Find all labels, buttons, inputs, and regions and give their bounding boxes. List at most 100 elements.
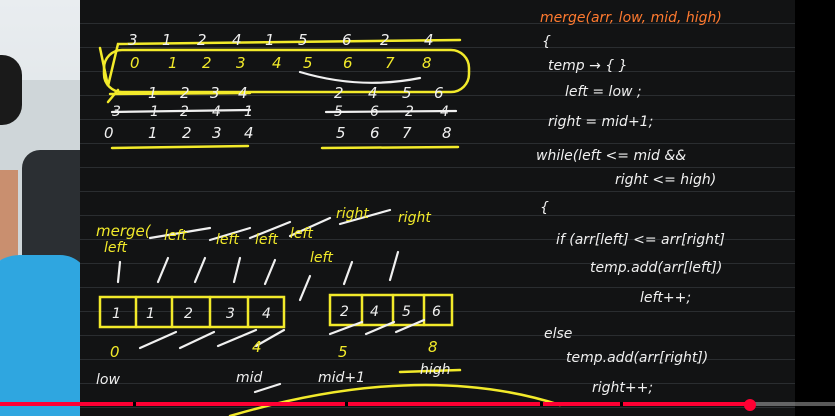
- sorted-right-index: 6: [370, 124, 380, 142]
- right-half-value: 5: [334, 104, 343, 120]
- strike-box-7: [394, 318, 426, 334]
- right-half-value: 2: [405, 104, 414, 120]
- array-value: 4: [232, 31, 242, 49]
- code-line: right = mid+1;: [548, 114, 653, 130]
- pointer-label: left: [290, 226, 313, 242]
- code-line: temp.add(arr[right]): [566, 350, 708, 366]
- box-index-label: 5: [338, 343, 348, 361]
- strike-merge-4: [288, 216, 332, 238]
- sorted-left-index: 4: [244, 124, 254, 142]
- whiteboard: [80, 0, 795, 416]
- frame-edge: [795, 0, 835, 416]
- box-cell-value: 1: [146, 306, 155, 322]
- webcam-person-shirt: [0, 255, 82, 416]
- box-index-label: 8: [428, 338, 438, 356]
- left-half-index: 3: [210, 84, 220, 102]
- seek-handle[interactable]: [743, 399, 756, 411]
- strike-box-4: [254, 328, 286, 348]
- box-cell-value: 6: [432, 304, 441, 320]
- pointer-label: left: [216, 232, 239, 248]
- array-value: 4: [424, 31, 434, 49]
- left-half-value: 3: [112, 104, 121, 120]
- pointer-label: left: [104, 240, 127, 256]
- top-array-outline: [102, 48, 471, 94]
- chapter-gap: [133, 402, 136, 406]
- sorted-left-index: 0: [104, 124, 114, 142]
- code-signature: merge(arr, low, mid, high): [540, 10, 722, 26]
- pointer-arrow-7: [342, 260, 354, 286]
- code-line: left++;: [640, 290, 691, 306]
- top-arrow: [298, 70, 422, 84]
- array-value: 1: [265, 31, 275, 49]
- pointer-arrow-3: [193, 256, 207, 284]
- array-value: 2: [197, 31, 207, 49]
- bottom-label: mid: [236, 370, 263, 386]
- webcam-overlay: [0, 0, 82, 416]
- sorted-left-index: 3: [212, 124, 222, 142]
- box-cell-value: 2: [184, 306, 193, 322]
- array-value: 2: [380, 31, 390, 49]
- webcam-person-head: [0, 55, 22, 125]
- code-line: while(left <= mid &&: [536, 148, 686, 164]
- code-line: {: [542, 34, 551, 50]
- right-half-value: 6: [370, 104, 379, 120]
- right-half-index: 6: [434, 84, 444, 102]
- strike-box-6: [364, 320, 396, 336]
- left-half-value: 1: [244, 104, 253, 120]
- white-strokes: [110, 70, 458, 394]
- webcam-person-neck: [0, 170, 18, 260]
- bottom-label: mid+1: [318, 370, 365, 386]
- code-line: temp → { }: [548, 58, 628, 74]
- strike-through-right: [324, 109, 458, 114]
- pointer-arrow-2: [156, 256, 170, 284]
- left-half-index: 1: [148, 84, 158, 102]
- underline-right: [320, 145, 460, 150]
- box-cell-value: 5: [402, 304, 411, 320]
- video-seek-bar[interactable]: [0, 399, 835, 411]
- pointer-label: right: [336, 206, 369, 222]
- chapter-gap: [540, 402, 543, 406]
- bottom-label: low: [96, 372, 120, 388]
- strike-merge-3: [248, 220, 292, 240]
- array-index: 7: [385, 54, 395, 72]
- left-half-value: 2: [180, 104, 189, 120]
- sorted-left-index: 2: [182, 124, 192, 142]
- pseudocode: merge(arr, low, mid, high) { temp → { } lef…: [536, 10, 725, 396]
- code-line: right <= high): [615, 172, 716, 188]
- box-cell-value: 3: [226, 306, 235, 322]
- high-underline: [398, 368, 462, 374]
- pointer-arrow-1: [116, 260, 122, 284]
- box-cell-value: 4: [262, 306, 271, 322]
- code-line: {: [540, 200, 549, 216]
- right-half-index: 2: [334, 84, 344, 102]
- array-index: 2: [202, 54, 212, 72]
- pointer-label: left: [164, 228, 187, 244]
- pointer-arrow-6: [298, 274, 312, 302]
- strike-box-3: [216, 328, 258, 348]
- array-value: 5: [298, 31, 308, 49]
- array-index: 6: [343, 54, 353, 72]
- strike-box-2: [178, 330, 216, 350]
- left-half-index: 2: [180, 84, 190, 102]
- pointer-arrow-8: [388, 250, 400, 282]
- left-half-index: 4: [238, 84, 248, 102]
- pointer-label: left: [255, 232, 278, 248]
- pointer-arrow-4: [232, 256, 242, 284]
- array-index: 5: [303, 54, 313, 72]
- strike-box-5: [328, 320, 364, 336]
- sorted-right-index: 7: [402, 124, 412, 142]
- seek-progress: [0, 402, 750, 406]
- strike-box-1: [138, 330, 178, 350]
- chapter-gap: [345, 402, 348, 406]
- right-half-index: 4: [368, 84, 378, 102]
- sorted-right-index: 8: [442, 124, 452, 142]
